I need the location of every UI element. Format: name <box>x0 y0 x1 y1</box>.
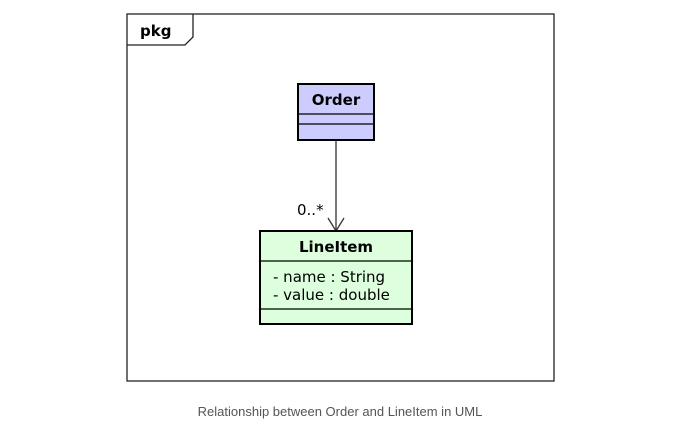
package-tab <box>127 14 194 46</box>
uml-diagram: pkg 0..* Order LineItem - name : String … <box>126 13 555 382</box>
association-multiplicity: 0..* <box>297 201 324 219</box>
class-lineitem-name: LineItem <box>299 238 373 256</box>
class-lineitem: LineItem - name : String - value : doubl… <box>259 230 413 325</box>
figure-caption: Relationship between Order and LineItem … <box>197 404 483 419</box>
package-border <box>126 13 555 382</box>
package-frame: pkg <box>126 13 555 382</box>
class-order-name: Order <box>312 91 361 109</box>
class-order: Order <box>297 83 375 141</box>
package-label: pkg <box>140 22 171 40</box>
class-order-box <box>297 83 375 141</box>
class-lineitem-attribute: - value : double <box>273 286 390 304</box>
class-lineitem-attribute: - name : String <box>273 268 385 286</box>
